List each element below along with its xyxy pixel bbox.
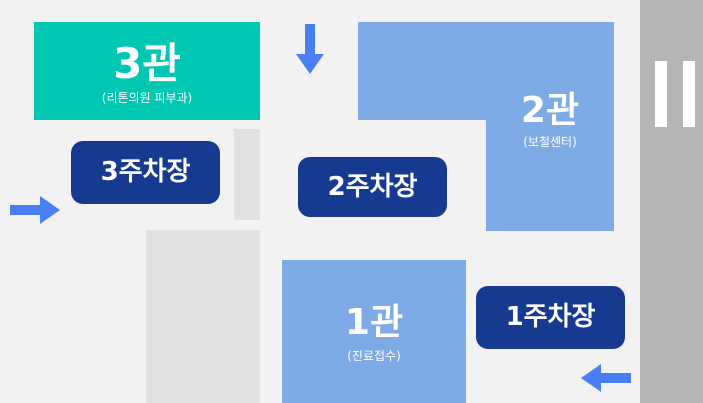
building-3[interactable]: 3관 (리톤의원 피부과) xyxy=(34,22,260,120)
parking-1-badge[interactable]: 1주차장 xyxy=(476,286,625,349)
building-1[interactable]: 1관 (진료접수) xyxy=(282,260,466,403)
building-2-shape xyxy=(358,22,614,231)
arrow-right-icon xyxy=(10,196,62,224)
road-lane-marking xyxy=(683,61,695,127)
arrow-left-icon xyxy=(579,364,631,392)
building-2-name: 2관 xyxy=(520,90,580,131)
building-2-subtitle: (보철센터) xyxy=(523,135,577,149)
parking-3-badge[interactable]: 3주차장 xyxy=(71,141,220,204)
building-3-subtitle: (리톤의원 피부과) xyxy=(101,91,193,105)
building-3-name: 3관 xyxy=(113,39,181,88)
gray-area-block xyxy=(146,230,260,403)
road-lane-marking xyxy=(655,61,667,127)
parking-2-badge[interactable]: 2주차장 xyxy=(298,157,447,217)
walkway-strip xyxy=(234,129,260,220)
building-1-subtitle: (진료접수) xyxy=(347,349,401,363)
building-1-name: 1관 xyxy=(344,302,404,343)
arrow-down-icon xyxy=(296,24,324,76)
building-2[interactable]: 2관 (보철센터) xyxy=(358,22,614,231)
